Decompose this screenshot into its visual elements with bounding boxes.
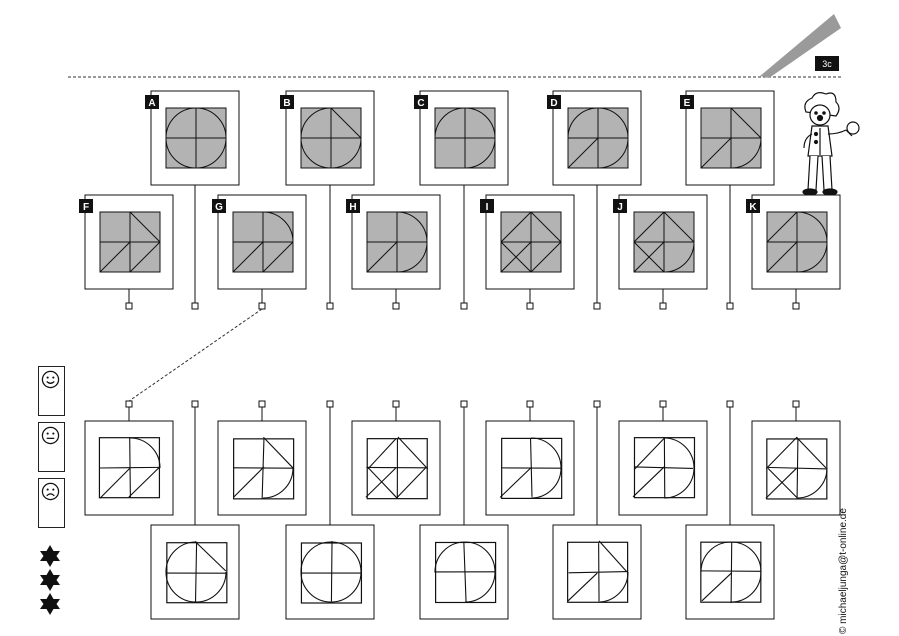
connector-dot[interactable] bbox=[192, 303, 198, 309]
card-label: E bbox=[684, 98, 691, 109]
answer-card[interactable] bbox=[218, 401, 306, 515]
bottom-cards-layer bbox=[85, 401, 840, 619]
connector-dot[interactable] bbox=[192, 401, 198, 407]
star-rating bbox=[38, 544, 62, 616]
connector-dot[interactable] bbox=[393, 401, 399, 407]
connector-dot[interactable] bbox=[793, 401, 799, 407]
connector-dot[interactable] bbox=[259, 303, 265, 309]
top-cards-layer: A B C D E F G H I J K bbox=[79, 91, 840, 309]
connector-dot[interactable] bbox=[793, 303, 799, 309]
card-label: B bbox=[283, 98, 290, 109]
card-label: F bbox=[83, 202, 89, 213]
connector-dot[interactable] bbox=[259, 401, 265, 407]
top-card-H: H bbox=[346, 195, 440, 309]
connector-dot[interactable] bbox=[660, 401, 666, 407]
connector-dot[interactable] bbox=[727, 303, 733, 309]
connector-dot[interactable] bbox=[461, 303, 467, 309]
top-card-F: F bbox=[79, 195, 173, 309]
connector-dot[interactable] bbox=[527, 303, 533, 309]
star-icon[interactable] bbox=[38, 592, 62, 616]
smiley-sad-icon bbox=[41, 482, 60, 501]
card-label: A bbox=[148, 98, 155, 109]
star-icon[interactable] bbox=[38, 568, 62, 592]
connector-dot[interactable] bbox=[126, 401, 132, 407]
answer-card[interactable] bbox=[752, 401, 840, 515]
top-card-G: G bbox=[212, 195, 306, 309]
clown-icon bbox=[803, 93, 859, 195]
answer-card[interactable] bbox=[352, 401, 440, 515]
card-label: I bbox=[486, 202, 489, 213]
star-icon[interactable] bbox=[38, 544, 62, 568]
connector-dot[interactable] bbox=[660, 303, 666, 309]
connector-dot[interactable] bbox=[461, 401, 467, 407]
answer-card[interactable] bbox=[486, 401, 574, 515]
answer-link-line bbox=[129, 309, 262, 401]
connector-dot[interactable] bbox=[527, 401, 533, 407]
answer-card[interactable] bbox=[619, 401, 707, 515]
card-label: J bbox=[617, 202, 623, 213]
card-label: G bbox=[215, 202, 223, 213]
page-badge-text: 3c bbox=[822, 59, 832, 69]
top-card-I: I bbox=[480, 195, 574, 309]
connector-dot[interactable] bbox=[727, 401, 733, 407]
connector-dot[interactable] bbox=[327, 303, 333, 309]
connector-dot[interactable] bbox=[327, 401, 333, 407]
card-label: K bbox=[749, 202, 757, 213]
connector-dot[interactable] bbox=[126, 303, 132, 309]
card-label: D bbox=[550, 98, 557, 109]
top-card-K: K bbox=[746, 195, 840, 309]
card-label: C bbox=[417, 98, 424, 109]
top-card-J: J bbox=[613, 195, 707, 309]
connector-dot[interactable] bbox=[393, 303, 399, 309]
copyright-text: © michaeljunga@t-online.de bbox=[838, 508, 849, 634]
smiley-neutral-icon bbox=[41, 426, 60, 445]
connector-dot[interactable] bbox=[594, 401, 600, 407]
card-label: H bbox=[349, 202, 356, 213]
connector-dot[interactable] bbox=[594, 303, 600, 309]
answer-card[interactable] bbox=[85, 401, 173, 515]
smiley-happy-icon bbox=[41, 370, 60, 389]
